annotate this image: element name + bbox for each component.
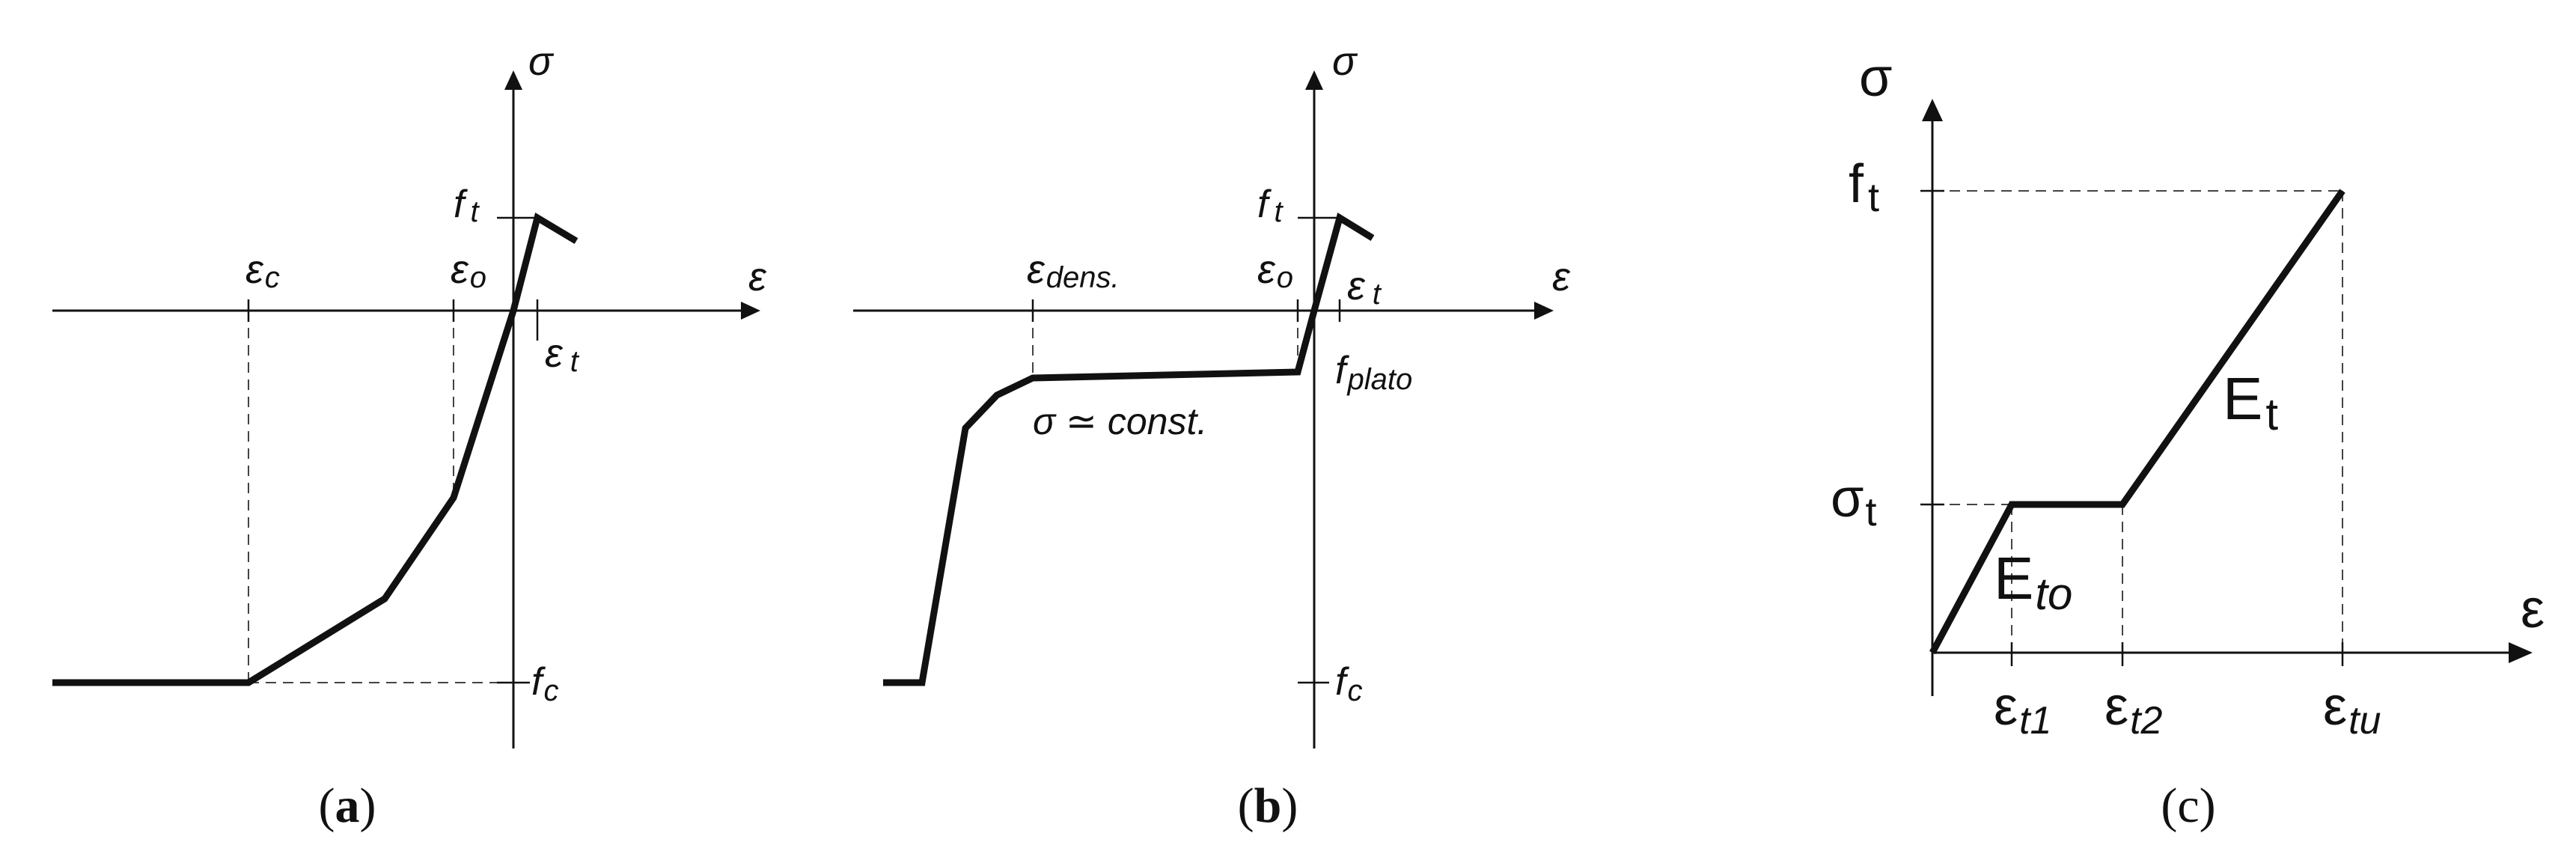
panel-b-axes	[853, 70, 1554, 748]
panel-a-x-axis-label: ε	[748, 254, 767, 299]
panel-c-E-to-label: Eto	[1994, 545, 2072, 619]
panel-b-y-arrow	[1305, 70, 1323, 90]
panel-c-eps-t2-label: εt2	[2105, 677, 2163, 742]
panel-b-y-axis-label: σ	[1332, 39, 1358, 84]
panel-c-ticks	[1920, 189, 2344, 666]
panel-b-fplato-label: fplato	[1335, 349, 1412, 396]
panel-a-y-arrow	[504, 70, 522, 90]
panel-b-caption: (b)	[1238, 778, 1298, 833]
panel-a-fc-label: fc	[531, 660, 558, 707]
panel-a-ticks	[247, 216, 539, 684]
panel-b-eps-o-label: εo	[1257, 247, 1293, 294]
panel-b-eps-dens-label: εdens.	[1027, 247, 1120, 294]
panel-a-guides	[248, 311, 513, 683]
panel-b-guides	[1032, 311, 1298, 378]
panel-a-axes	[52, 70, 760, 748]
panel-b-x-arrow	[1534, 302, 1554, 320]
panel-c-guides	[1932, 190, 2343, 653]
panel-c-y-arrow	[1922, 99, 1943, 121]
panel-a-caption: (a)	[319, 778, 376, 833]
panel-a-eps-c-label: εc	[245, 247, 280, 294]
panel-b-ticks	[1031, 216, 1341, 684]
panel-a-x-arrow	[741, 302, 760, 320]
panel-c-sigma-t-label: σt	[1831, 469, 1876, 534]
panel-b-x-axis-label: ε	[1552, 254, 1571, 299]
panel-c-stress-strain-curve	[1929, 189, 2345, 655]
panel-b-fc-label: fc	[1335, 660, 1362, 707]
panel-c-x-arrow	[2509, 642, 2533, 663]
panel-c-y-axis-label: σ	[1859, 48, 1892, 108]
panel-c-caption: (c)	[2161, 778, 2215, 833]
panel-a-stress-strain-curve	[52, 213, 579, 686]
panel-c-E-t-label: Et	[2223, 365, 2278, 439]
panel-c-axes	[1922, 99, 2533, 696]
panel-b-stress-strain-curve	[883, 213, 1375, 686]
panel-b-const-annotation: σ ≃ const.	[1033, 400, 1207, 442]
panel-c-eps-tu-label: εtu	[2323, 677, 2381, 742]
panel-c-eps-t1-label: εt1	[1994, 677, 2051, 742]
panel-c-x-axis-label: ε	[2521, 579, 2545, 639]
panel-a-eps-o-label: εo	[451, 247, 486, 294]
panel-a-y-axis-label: σ	[528, 39, 555, 84]
